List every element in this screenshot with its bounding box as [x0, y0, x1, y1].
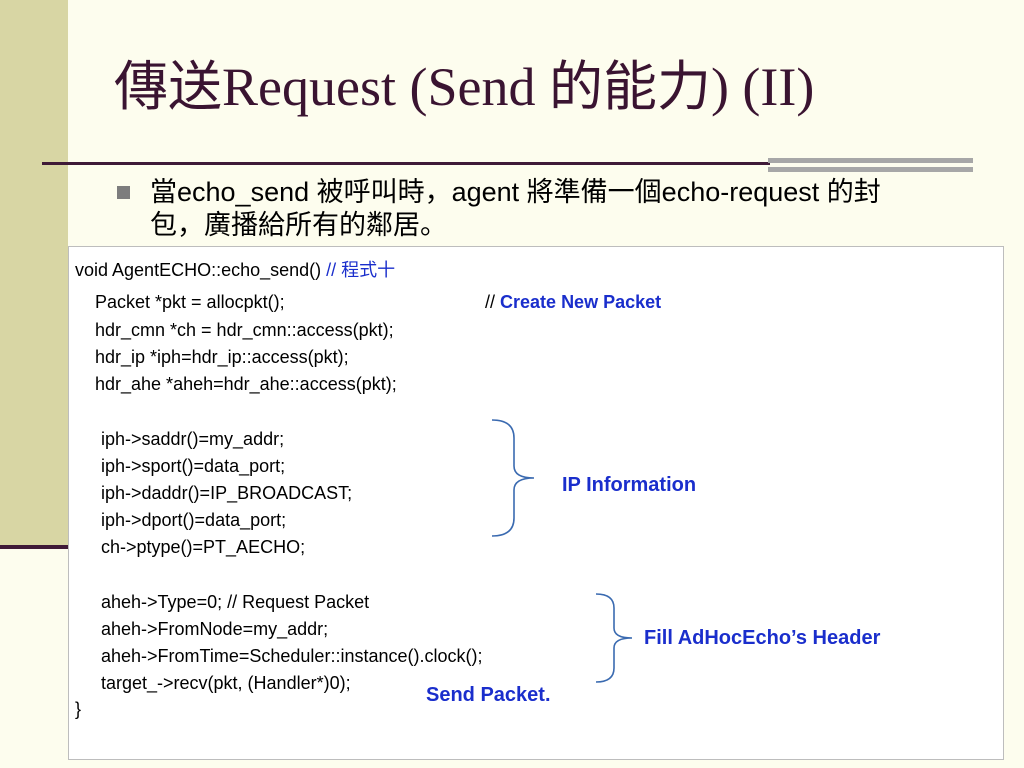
gray-bar [768, 158, 973, 163]
code-line-sport: iph->sport()=data_port; [101, 456, 286, 476]
code-line-fromtime: aheh->FromTime=Scheduler::instance().clo… [101, 646, 483, 666]
code-line-hdr-ahe: hdr_ahe *aheh=hdr_ahe::access(pkt); [95, 374, 397, 394]
code-line-allocpkt: Packet *pkt = allocpkt(); [95, 292, 285, 312]
comment-slashes: // [485, 292, 496, 312]
title-underline [42, 162, 770, 165]
gray-bar [768, 167, 973, 172]
bullet-text: 當echo_send 被呼叫時，agent 將準備一個echo-request … [150, 177, 881, 240]
code-closing-brace: } [75, 699, 82, 719]
code-line-signature: void AgentECHO::echo_send() // 程式十 [75, 259, 395, 281]
code-line-daddr: iph->daddr()=IP_BROADCAST; [101, 483, 353, 503]
function-signature: void AgentECHO::echo_send() [75, 260, 322, 280]
code-line-dport: iph->dport()=data_port; [101, 510, 287, 530]
code-line-recv: target_->recv(pkt, (Handler*)0); [101, 673, 351, 693]
decorative-gray-bars [768, 158, 973, 176]
code-line-hdr-cmn: hdr_cmn *ch = hdr_cmn::access(pkt); [95, 320, 394, 340]
code-line-hdr-ip: hdr_ip *iph=hdr_ip::access(pkt); [95, 347, 349, 367]
send-packet-label: Send Packet. [426, 684, 551, 706]
code-line-ptype: ch->ptype()=PT_AECHO; [101, 537, 306, 557]
code-panel: void AgentECHO::echo_send() // 程式十 Packe… [68, 246, 1004, 760]
fill-header-label: Fill AdHocEcho’s Header [644, 627, 881, 649]
code-line-saddr: iph->saddr()=my_addr; [101, 429, 285, 449]
bullet-square-icon [117, 186, 130, 199]
code-line-type: aheh->Type=0; // Request Packet [101, 592, 370, 612]
create-packet-comment-text: Create New Packet [500, 292, 662, 312]
left-accent-band [0, 0, 68, 546]
function-comment: // 程式十 [326, 260, 396, 280]
ip-info-brace [491, 419, 535, 537]
slide-title: 傳送Request (Send 的能力) (II) [114, 57, 815, 117]
code-line-fromnode: aheh->FromNode=my_addr; [101, 619, 329, 639]
left-accent-rule [0, 545, 68, 549]
header-brace [595, 593, 633, 683]
ip-information-label: IP Information [562, 474, 697, 496]
create-packet-comment: // Create New Packet [485, 291, 661, 313]
